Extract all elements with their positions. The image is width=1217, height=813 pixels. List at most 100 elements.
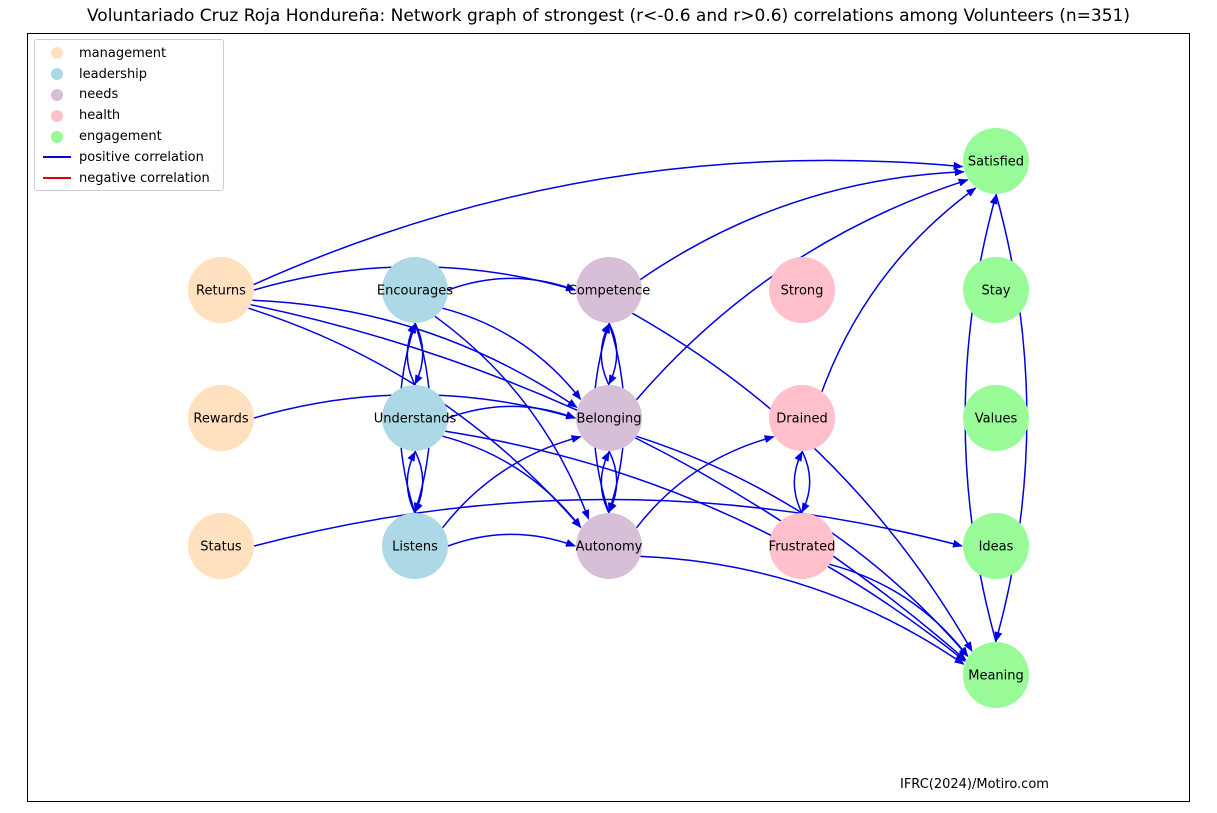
node-circle bbox=[576, 385, 642, 451]
edge-returns-to-belonging bbox=[252, 299, 578, 408]
node-circle bbox=[382, 257, 448, 323]
legend-line-icon bbox=[35, 156, 79, 159]
node-label: Status bbox=[200, 540, 242, 555]
source-credit: IFRC(2024)/Motiro.com bbox=[900, 777, 1049, 792]
node-label: Ideas bbox=[979, 540, 1014, 555]
node-label: Stay bbox=[981, 284, 1010, 299]
node-label: Competence bbox=[568, 284, 650, 299]
node-autonomy: Autonomy bbox=[576, 513, 643, 579]
legend-marker-icon bbox=[35, 68, 79, 81]
legend-label: management bbox=[79, 45, 167, 61]
legend-marker-icon bbox=[35, 109, 79, 122]
legend-label: needs bbox=[79, 87, 119, 103]
node-label: Strong bbox=[781, 284, 824, 299]
node-label: Frustrated bbox=[769, 540, 836, 555]
legend-item-management: management bbox=[35, 43, 223, 64]
edge-autonomy-to-meaning bbox=[640, 555, 965, 665]
edge-returns-to-satisfied bbox=[253, 159, 964, 286]
legend-item-positive-correlation: positive correlation bbox=[35, 147, 223, 168]
edge-competence-to-satisfied bbox=[639, 168, 965, 281]
node-label: Returns bbox=[196, 284, 246, 299]
legend: management leadership needs health engagemen… bbox=[34, 39, 224, 191]
edge-belonging-to-autonomy bbox=[608, 450, 618, 513]
legend-marker-icon bbox=[35, 130, 79, 143]
node-label: Autonomy bbox=[576, 540, 643, 555]
edge-autonomy-to-belonging bbox=[600, 451, 610, 514]
legend-label: health bbox=[79, 108, 121, 124]
edge-encourages-to-autonomy bbox=[434, 315, 590, 520]
node-competence: Competence bbox=[568, 257, 650, 323]
edge-competence-to-meaning bbox=[632, 312, 973, 652]
legend-label: positive correlation bbox=[79, 149, 204, 165]
node-understands: Understands bbox=[374, 385, 457, 451]
edge-listens-to-belonging bbox=[441, 435, 582, 529]
node-label: Meaning bbox=[968, 669, 1024, 684]
edge-returns-to-meaning bbox=[250, 303, 967, 661]
node-circle bbox=[576, 257, 642, 323]
chart-title: Voluntariado Cruz Roja Hondureña: Networ… bbox=[86, 6, 1130, 26]
edge-frustrated-to-meaning bbox=[829, 563, 969, 657]
node-drained: Drained bbox=[769, 385, 835, 451]
edge-status-to-ideas bbox=[253, 498, 963, 548]
legend-item-negative-correlation: negative correlation bbox=[35, 168, 223, 189]
node-circle bbox=[963, 642, 1029, 708]
legend-item-health: health bbox=[35, 105, 223, 126]
edge-encourages-to-belonging bbox=[442, 307, 582, 401]
node-circle bbox=[963, 385, 1029, 451]
node-rewards: Rewards bbox=[188, 385, 254, 451]
node-label: Listens bbox=[392, 540, 438, 555]
node-returns: Returns bbox=[188, 257, 254, 323]
edge-autonomy-to-drained bbox=[635, 435, 775, 529]
node-circle bbox=[188, 513, 254, 579]
node-circle bbox=[188, 385, 254, 451]
node-circle bbox=[382, 513, 448, 579]
legend-item-engagement: engagement bbox=[35, 126, 223, 147]
legend-marker-icon bbox=[35, 47, 79, 60]
edge-competence-to-belonging bbox=[608, 322, 618, 385]
node-values: Values bbox=[963, 385, 1029, 451]
node-label: Understands bbox=[374, 412, 457, 427]
node-circle bbox=[769, 257, 835, 323]
node-stay: Stay bbox=[963, 257, 1029, 323]
legend-line-icon bbox=[35, 177, 79, 180]
node-status: Status bbox=[188, 513, 254, 579]
legend-label: negative correlation bbox=[79, 170, 210, 186]
node-label: Rewards bbox=[193, 412, 248, 427]
edge-listens-to-autonomy bbox=[447, 533, 576, 547]
node-encourages: Encourages bbox=[377, 257, 453, 323]
edge-encourages-to-competence bbox=[447, 277, 576, 291]
node-label: Belonging bbox=[576, 412, 641, 427]
edge-understands-to-encourages bbox=[406, 323, 416, 386]
edge-belonging-to-competence bbox=[600, 323, 610, 386]
node-frustrated: Frustrated bbox=[769, 513, 836, 579]
node-circle bbox=[963, 513, 1029, 579]
node-label: Drained bbox=[776, 412, 827, 427]
edge-understands-to-autonomy bbox=[442, 435, 582, 529]
node-circle bbox=[576, 513, 642, 579]
edge-encourages-to-understands bbox=[414, 322, 424, 385]
legend-item-leadership: leadership bbox=[35, 64, 223, 85]
edge-frustrated-to-drained bbox=[793, 451, 803, 514]
edge-understands-to-meaning bbox=[445, 430, 966, 662]
node-label: Satisfied bbox=[968, 155, 1024, 170]
plot-frame bbox=[27, 33, 1190, 802]
node-label: Encourages bbox=[377, 284, 453, 299]
node-circle bbox=[963, 257, 1029, 323]
node-label: Values bbox=[975, 412, 1018, 427]
legend-marker-icon bbox=[35, 88, 79, 101]
legend-label: engagement bbox=[79, 129, 162, 145]
node-circle bbox=[769, 385, 835, 451]
node-meaning: Meaning bbox=[963, 642, 1029, 708]
node-listens: Listens bbox=[382, 513, 448, 579]
node-strong: Strong bbox=[769, 257, 835, 323]
node-circle bbox=[963, 128, 1029, 194]
node-satisfied: Satisfied bbox=[963, 128, 1029, 194]
legend-item-needs: needs bbox=[35, 85, 223, 106]
node-circle bbox=[769, 513, 835, 579]
edge-understands-to-listens bbox=[414, 450, 424, 513]
node-circle bbox=[188, 257, 254, 323]
legend-label: leadership bbox=[79, 66, 148, 82]
node-ideas: Ideas bbox=[963, 513, 1029, 579]
